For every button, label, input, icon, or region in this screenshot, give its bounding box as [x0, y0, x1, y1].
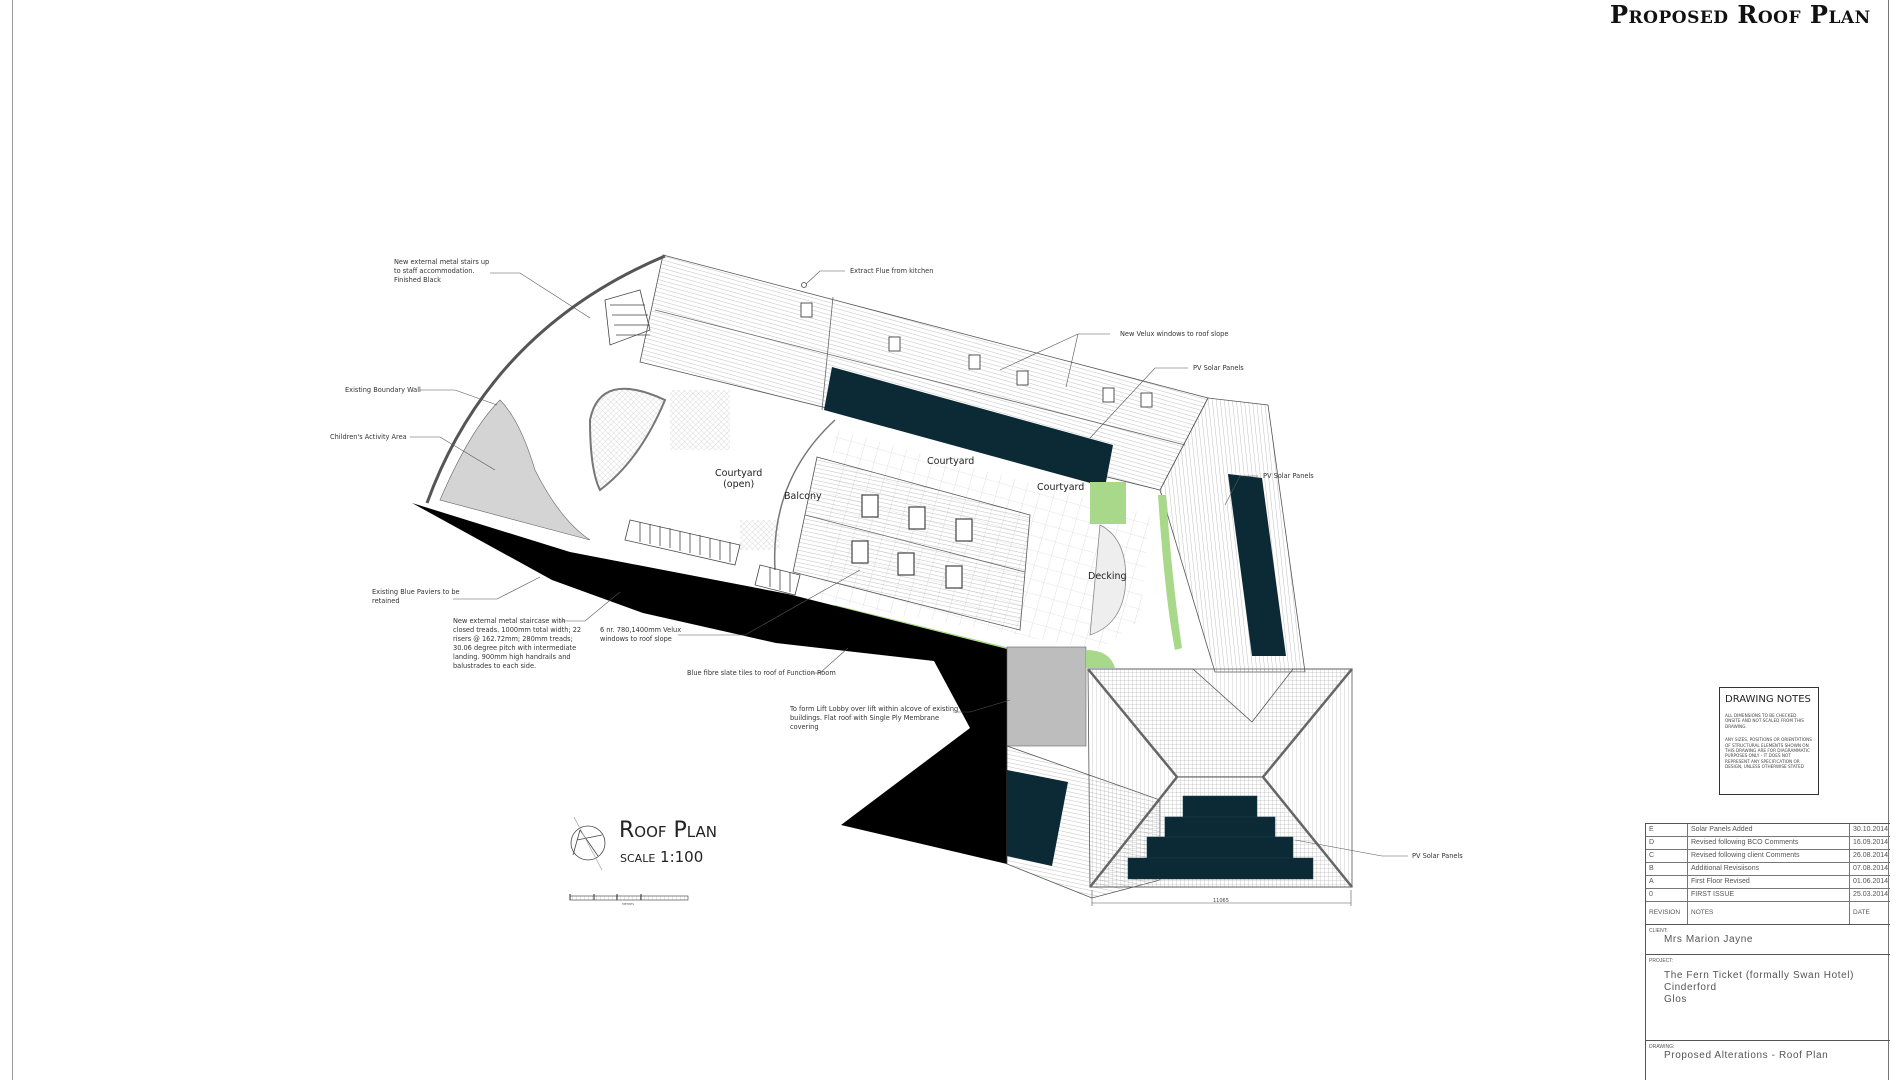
annotation-slate-tiles: Blue fibre slate tiles to roof of Functi… [687, 669, 836, 677]
revision-date: 01.06.2014 [1853, 878, 1889, 885]
annotation-new-velux: New Velux windows to roof slope [1120, 330, 1229, 338]
project-section: PROJECT: The Fern Ticket (formally Swan … [1646, 955, 1890, 1041]
external-staircase [624, 519, 801, 596]
header-date: DATE [1853, 909, 1870, 916]
revision-date: 30.10.2014 [1853, 826, 1889, 833]
label-decking: Decking [1088, 571, 1127, 582]
pv-solar-array [1127, 795, 1314, 880]
velux-windows [800, 302, 1153, 408]
leader-lines [410, 270, 1408, 857]
extract-flue-icon [801, 282, 807, 288]
childrens-activity-area [439, 399, 591, 541]
revision-note: Solar Panels Added [1688, 824, 1850, 836]
revision-note: FIRST ISSUE [1688, 889, 1850, 901]
project-line: Cinderford [1664, 982, 1717, 993]
grass-patch [1090, 482, 1126, 524]
scale-bar-unit: METRES [622, 902, 635, 906]
drawing-note: All dimensions to be checked onsite and … [1725, 713, 1804, 729]
label-balcony: Balcony [784, 491, 822, 502]
revision-note: Revised following client Comments [1688, 850, 1850, 862]
annotation-extract-flue: Extract Flue from kitchen [850, 267, 934, 275]
revision-date: 07.08.2014 [1853, 865, 1889, 872]
pv-solar-panel [1228, 474, 1286, 656]
decking [1089, 524, 1127, 636]
paving-area [740, 520, 780, 550]
label-courtyard-open: Courtyard (open) [715, 468, 763, 490]
drawing-label: DRAWING: [1649, 1044, 1675, 1050]
grass-strip [1158, 495, 1182, 650]
paving-area [670, 390, 730, 450]
existing-wall [412, 503, 1007, 864]
client-label: CLIENT: [1649, 928, 1668, 934]
revision-code: 0 [1646, 889, 1688, 901]
revision-date: 25.03.2014 [1853, 891, 1889, 898]
annotation-blue-paviers: Existing Blue Paviers to be retained [372, 588, 460, 605]
client-section: CLIENT: Mrs Marion Jayne [1646, 925, 1890, 955]
label-courtyard: Courtyard [927, 456, 975, 467]
roof-division [821, 296, 834, 411]
lift-lobby-flat-roof [1006, 646, 1087, 747]
label-courtyard: Courtyard [1037, 482, 1085, 493]
pv-solar-panel [824, 367, 1113, 487]
revision-date: 16.09.2014 [1853, 839, 1889, 846]
revision-code: C [1646, 850, 1688, 862]
revision-code: E [1646, 824, 1688, 836]
plan-scale: scale 1:100 [620, 848, 704, 866]
sheet-title: Proposed Roof Plan [1610, 0, 1871, 29]
boundary-wall [425, 254, 666, 504]
revision-note: Revised following BCO Comments [1688, 837, 1850, 849]
sheet-border-right [1888, 0, 1889, 1080]
annotation-velux-6nr: 6 nr. 780,1400mm Velux windows to roof s… [600, 626, 682, 643]
plan-title: Roof Plan [619, 818, 717, 843]
header-revision: REVISION [1646, 902, 1688, 924]
drawing-notes-title: DRAWING NOTES [1725, 694, 1811, 705]
annotation-staff-stairs: New external metal stairs up to staff ac… [394, 258, 490, 284]
annotation-boundary-wall: Existing Boundary Wall [345, 386, 421, 394]
revision-code: B [1646, 863, 1688, 875]
revision-note: Additional Revisiisons [1688, 863, 1850, 875]
annotation-staircase: New external metal staircase with closed… [453, 617, 582, 670]
drawing-note: Any sizes, positions or orientations of … [1725, 737, 1812, 770]
drawing-name: Proposed Alterations - Roof Plan [1664, 1050, 1829, 1061]
project-line: The Fern Ticket (formally Swan Hotel) [1664, 970, 1855, 981]
revision-date: 26.08.2014 [1853, 852, 1889, 859]
grass-patch [1086, 650, 1115, 668]
pv-solar-panel [1007, 770, 1068, 866]
dimension-value: 11065 [1213, 898, 1229, 904]
annotation-pv-panels: PV Solar Panels [1193, 364, 1244, 372]
revision-code: A [1646, 876, 1688, 888]
drawing-section: DRAWING: Proposed Alterations - Roof Pla… [1646, 1041, 1890, 1077]
client-name: Mrs Marion Jayne [1664, 934, 1754, 945]
project-label: PROJECT: [1649, 958, 1674, 964]
function-room-ridge [804, 514, 1026, 573]
dimension-line [1091, 890, 1352, 906]
velux-windows-6nr [851, 494, 973, 589]
balcony-edge [773, 419, 836, 571]
annotation-childrens-area: Children's Activity Area [330, 433, 407, 441]
sheet-border-left [12, 0, 13, 1080]
annotation-pv-panels: PV Solar Panels [1412, 852, 1463, 860]
staff-stairs [604, 289, 651, 346]
header-notes: NOTES [1688, 902, 1850, 924]
annotation-pv-panels: PV Solar Panels [1263, 472, 1314, 480]
drawing-notes-box: DRAWING NOTES All dimensions to be check… [1719, 687, 1819, 795]
project-line: Glos [1664, 994, 1687, 1005]
revision-code: D [1646, 837, 1688, 849]
annotation-lift-lobby: To form Lift Lobby over lift within alco… [790, 705, 959, 731]
scale-bar [569, 894, 689, 901]
north-arrow-icon [570, 816, 606, 871]
north-roof-ridge [654, 309, 1186, 446]
revision-note: First Floor Revised [1688, 876, 1850, 888]
function-room-roof [792, 456, 1031, 631]
planter [588, 387, 667, 492]
